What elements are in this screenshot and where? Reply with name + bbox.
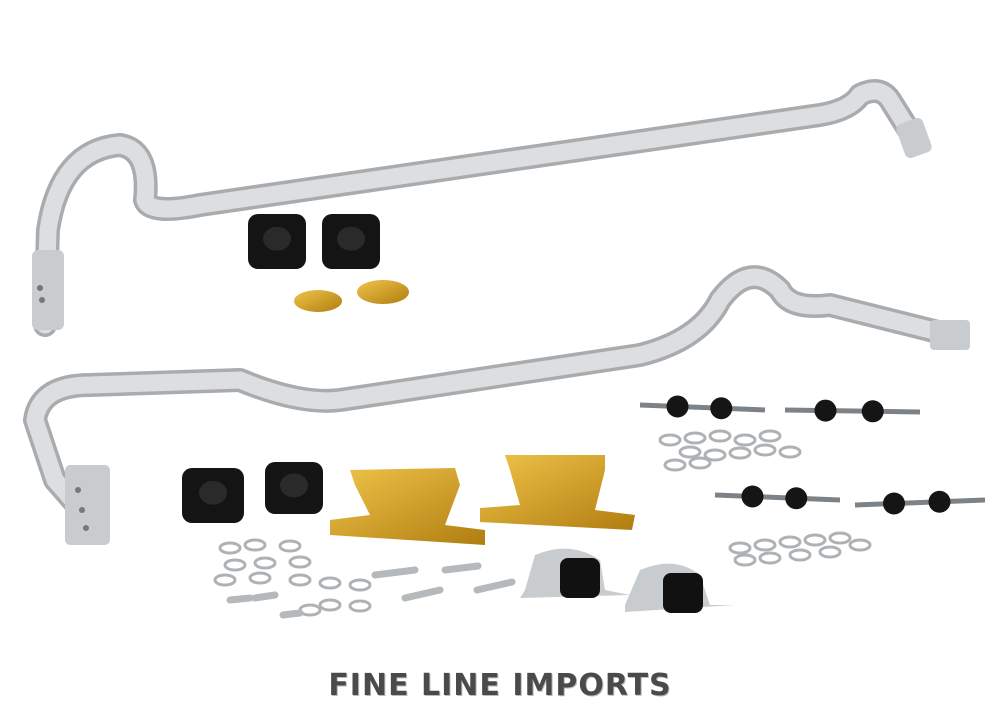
lock-collar xyxy=(357,280,409,304)
washer xyxy=(288,555,312,569)
gold-brackets xyxy=(330,455,635,545)
washer xyxy=(803,533,827,547)
end-link-rod xyxy=(854,497,986,508)
washer xyxy=(318,598,342,612)
front-bar-end-tab xyxy=(32,250,64,330)
bolt xyxy=(441,562,482,574)
end-link-ball-joint xyxy=(666,395,689,418)
washer xyxy=(703,448,727,462)
bolt xyxy=(279,609,304,619)
washer xyxy=(778,445,802,459)
washer xyxy=(678,445,702,459)
washer xyxy=(243,538,267,552)
end-link-ball-joint xyxy=(741,485,764,508)
washer xyxy=(733,433,757,447)
bolt xyxy=(371,566,419,579)
washer xyxy=(828,531,852,545)
washer xyxy=(223,558,247,572)
washer xyxy=(753,443,777,457)
washer xyxy=(733,553,757,567)
watermark-brand-text: FINE LINE IMPORTS xyxy=(328,668,672,703)
washer xyxy=(663,458,687,472)
washer xyxy=(778,535,802,549)
saddle-clamps xyxy=(520,548,735,613)
bushing-hole xyxy=(199,480,227,505)
end-link-ball-joint xyxy=(883,492,905,515)
clamp-bushing xyxy=(560,558,600,598)
washer xyxy=(728,446,752,460)
bracket xyxy=(480,455,635,530)
washer xyxy=(818,545,842,559)
clamp-bushing xyxy=(663,573,703,613)
washer xyxy=(658,433,682,447)
washer xyxy=(753,538,777,552)
rear-bar-end-tab xyxy=(65,465,110,545)
front-sway-bar xyxy=(32,79,932,337)
washer xyxy=(688,456,712,470)
bolt xyxy=(251,591,279,602)
lock-collar xyxy=(294,290,342,312)
bushing-hole xyxy=(280,473,308,498)
end-link-rod xyxy=(784,407,921,415)
washer xyxy=(318,576,342,590)
bracket xyxy=(330,468,485,545)
washer xyxy=(288,573,312,587)
washer xyxy=(218,541,242,555)
washer xyxy=(758,429,782,443)
end-link-ball-joint xyxy=(710,397,733,420)
rear-sway-bar xyxy=(23,265,970,545)
washer xyxy=(348,578,372,592)
end-link-ball-joint xyxy=(814,399,837,422)
washer xyxy=(848,538,872,552)
bushing-hole xyxy=(337,226,365,251)
washer xyxy=(708,429,732,443)
gold-lock-collars xyxy=(294,280,409,312)
bolt xyxy=(226,594,254,604)
bolt xyxy=(401,586,444,602)
end-link-ball-joint xyxy=(861,400,884,423)
bolt xyxy=(473,578,516,594)
end-link-ball-joint xyxy=(928,490,951,513)
end-link-ball-joint xyxy=(785,487,808,510)
end-link-rod xyxy=(639,402,766,413)
end-link-rod xyxy=(714,492,841,503)
washer xyxy=(728,541,752,555)
washer xyxy=(788,548,812,562)
bushing-hole xyxy=(263,226,291,251)
washer xyxy=(758,551,782,565)
washer xyxy=(248,571,272,585)
washer xyxy=(683,431,707,445)
washer xyxy=(278,539,302,553)
washer xyxy=(253,556,277,570)
washer xyxy=(213,573,237,587)
washer xyxy=(348,599,372,613)
